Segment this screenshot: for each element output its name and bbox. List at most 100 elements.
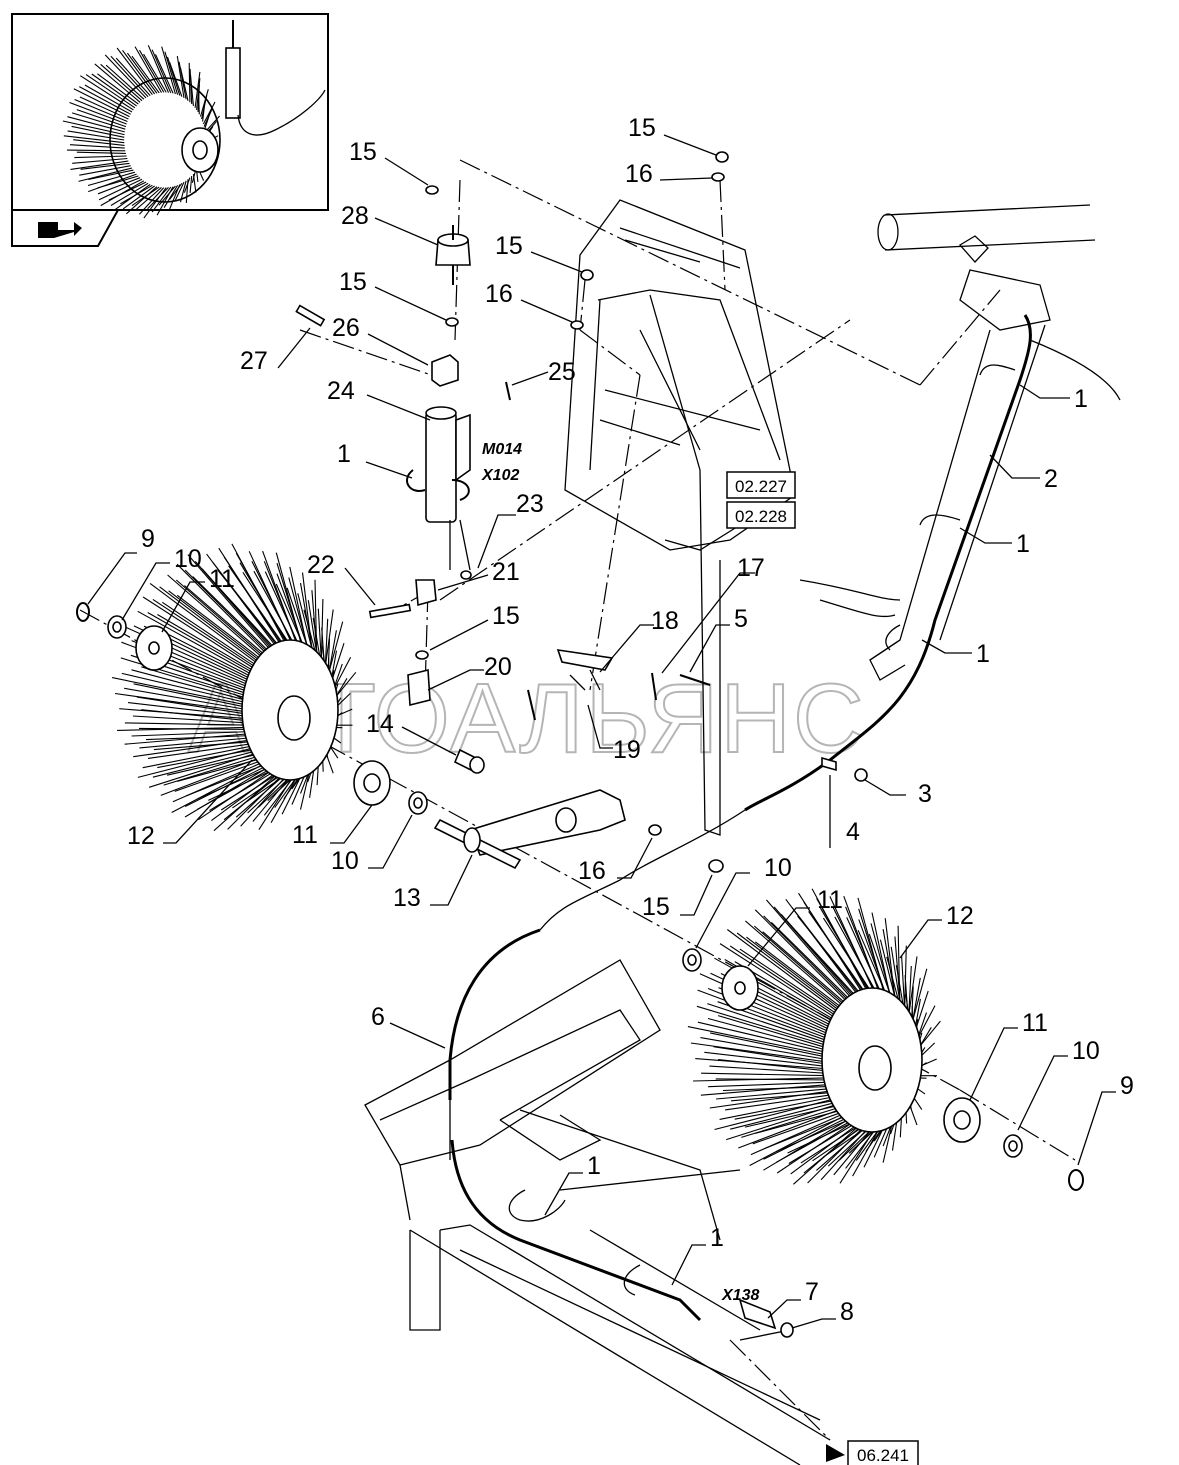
callout-1[interactable]: 1 <box>976 640 990 668</box>
bristle <box>161 46 176 95</box>
bristle <box>242 572 295 652</box>
callout-17[interactable]: 17 <box>737 554 765 582</box>
bristle <box>79 96 129 120</box>
bristle <box>714 1097 839 1131</box>
bristle <box>151 186 172 213</box>
bristle <box>147 612 258 676</box>
callout-7[interactable]: 7 <box>805 1278 819 1306</box>
callout-8[interactable]: 8 <box>840 1298 854 1326</box>
callout-16[interactable]: 16 <box>485 280 513 308</box>
bristle <box>746 936 846 1014</box>
bristle <box>69 144 125 149</box>
bristle <box>137 610 257 678</box>
callout-12[interactable]: 12 <box>127 822 155 850</box>
callout-1[interactable]: 1 <box>1074 385 1088 413</box>
brush-right <box>687 888 941 1185</box>
callout-15[interactable]: 15 <box>628 114 656 142</box>
callout-13[interactable]: 13 <box>393 884 421 912</box>
bristle <box>98 178 143 201</box>
reference-box-02-228[interactable]: 02.228 <box>726 501 796 529</box>
callout-26[interactable]: 26 <box>332 314 360 342</box>
bristle <box>713 1046 830 1066</box>
bristle <box>151 49 172 94</box>
callout-14[interactable]: 14 <box>366 710 394 738</box>
bristle <box>139 49 165 93</box>
callout-1[interactable]: 1 <box>337 440 351 468</box>
bristle <box>111 677 250 707</box>
bristle <box>188 62 191 103</box>
callout-4[interactable]: 4 <box>846 818 860 846</box>
bristle <box>709 1065 831 1075</box>
bristle <box>693 1077 832 1082</box>
bristle <box>91 73 137 107</box>
callout-24[interactable]: 24 <box>327 377 355 405</box>
callout-2[interactable]: 2 <box>1044 465 1058 493</box>
bristle <box>228 565 289 651</box>
bristle <box>122 185 155 210</box>
bristle <box>100 180 145 207</box>
bristle <box>112 183 151 212</box>
callout-11[interactable]: 11 <box>817 886 843 914</box>
callout-11[interactable]: 11 <box>292 821 318 849</box>
bristle <box>124 687 250 711</box>
bristle <box>750 1110 850 1156</box>
bristle <box>131 55 160 94</box>
bristle <box>739 948 843 1018</box>
callout-15[interactable]: 15 <box>492 602 520 630</box>
callout-15[interactable]: 15 <box>642 893 670 921</box>
reference-box-02-227[interactable]: 02.227 <box>726 471 796 499</box>
callout-12[interactable]: 12 <box>946 902 974 930</box>
bristle <box>719 1095 838 1120</box>
callout-10[interactable]: 10 <box>1072 1037 1100 1065</box>
callout-27[interactable]: 27 <box>240 347 268 375</box>
callout-1[interactable]: 1 <box>1016 530 1030 558</box>
callout-15[interactable]: 15 <box>495 232 523 260</box>
callout-22[interactable]: 22 <box>307 551 335 579</box>
bristle <box>192 576 274 657</box>
connector-code-x138: X138 <box>721 1287 759 1304</box>
bristle <box>152 749 260 778</box>
callout-19[interactable]: 19 <box>613 736 641 764</box>
callout-11[interactable]: 11 <box>209 565 235 593</box>
callout-11[interactable]: 11 <box>1022 1009 1048 1037</box>
callout-10[interactable]: 10 <box>331 847 359 875</box>
bristle <box>69 101 127 125</box>
bristle <box>687 1026 830 1057</box>
reference-box-06-241[interactable]: 06.241 <box>826 1440 919 1465</box>
callout-9[interactable]: 9 <box>141 525 155 553</box>
bristle <box>153 740 256 751</box>
bristle <box>194 71 201 108</box>
connector-code-m014: M014 <box>482 441 522 458</box>
bristle <box>124 722 251 726</box>
callout-6[interactable]: 6 <box>371 1003 385 1031</box>
bristle <box>67 116 125 133</box>
bristle <box>762 931 851 1008</box>
callout-1[interactable]: 1 <box>710 1224 724 1252</box>
callout-16[interactable]: 16 <box>625 160 653 188</box>
callout-18[interactable]: 18 <box>651 607 679 635</box>
bristle <box>122 49 156 95</box>
bristle <box>76 151 126 154</box>
nav-arrow-button[interactable] <box>11 209 120 247</box>
bristle <box>157 614 259 674</box>
callout-20[interactable]: 20 <box>484 653 512 681</box>
bristle <box>700 1083 834 1096</box>
callout-16[interactable]: 16 <box>578 857 606 885</box>
callout-21[interactable]: 21 <box>492 558 520 586</box>
callout-5[interactable]: 5 <box>734 605 748 633</box>
callout-10[interactable]: 10 <box>764 854 792 882</box>
callout-25[interactable]: 25 <box>548 358 576 386</box>
bristle <box>734 1098 840 1120</box>
bristle <box>163 754 264 786</box>
callout-23[interactable]: 23 <box>516 490 544 518</box>
callout-3[interactable]: 3 <box>918 780 932 808</box>
bristle <box>76 109 127 128</box>
callout-15[interactable]: 15 <box>349 138 377 166</box>
callout-1[interactable]: 1 <box>587 1152 601 1180</box>
callout-15[interactable]: 15 <box>339 268 367 296</box>
bristle <box>126 186 158 215</box>
callout-10[interactable]: 10 <box>174 545 202 573</box>
callout-9[interactable]: 9 <box>1120 1072 1134 1100</box>
callout-28[interactable]: 28 <box>341 202 369 230</box>
bristle <box>67 130 125 141</box>
